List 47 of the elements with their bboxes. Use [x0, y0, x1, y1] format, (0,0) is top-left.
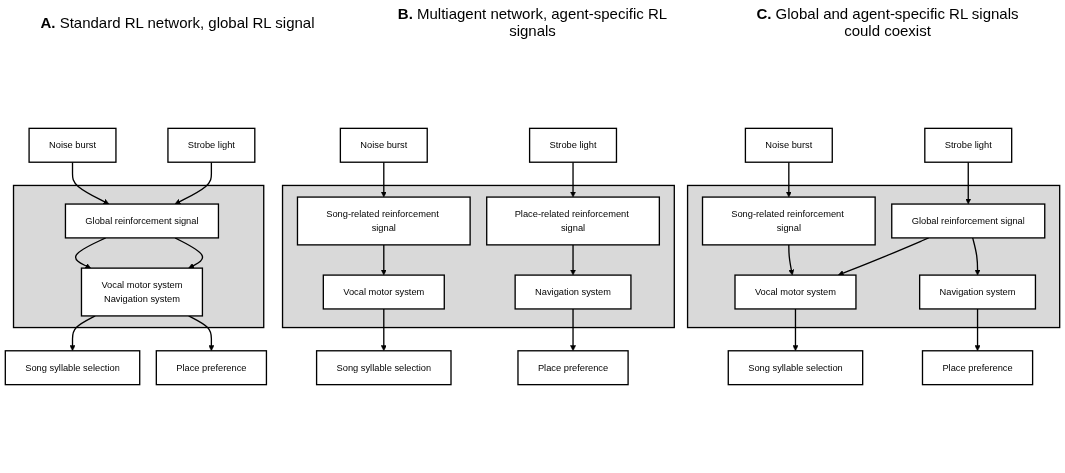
- arrow: [570, 308, 576, 352]
- cluster: [281, 184, 675, 329]
- node-box: Strobe light: [528, 127, 618, 163]
- cluster: [12, 184, 265, 329]
- node-box: Strobe light: [924, 127, 1013, 163]
- arrow: [188, 315, 215, 352]
- arrow: [788, 244, 795, 276]
- node-box: Place preference: [517, 350, 629, 386]
- node-box: Place preference: [921, 350, 1034, 386]
- arrow: [837, 237, 930, 276]
- panel-heading: A. Standard RL network, global RL signal: [39, 13, 316, 31]
- arrow: [69, 315, 96, 352]
- node-box: Navigation system: [919, 274, 1037, 310]
- arrow: [972, 237, 981, 276]
- arrow: [174, 237, 204, 269]
- arrow: [71, 161, 110, 205]
- node-box: Song syllable selection: [4, 350, 141, 386]
- node-box: Global reinforcement signal: [64, 203, 220, 239]
- arrow: [174, 161, 213, 205]
- node-box: Place-related reinforcement signal: [486, 196, 660, 246]
- node-box: Noise burst: [28, 127, 117, 163]
- node-box: Song-related reinforcement signal: [701, 196, 876, 246]
- arrow: [380, 161, 387, 198]
- arrow: [974, 308, 981, 352]
- arrow: [74, 237, 107, 269]
- arrow: [792, 308, 799, 352]
- arrow: [570, 244, 576, 276]
- cluster: [686, 184, 1061, 329]
- panel-heading: C. Global and agent-specific RL signals could coexist: [755, 5, 1020, 39]
- panel-heading: B. Multiagent network, agent-specific RL signals: [396, 5, 669, 39]
- node-box: Noise burst: [339, 127, 428, 163]
- node-box: Song-related reinforcement signal: [296, 196, 471, 246]
- arrow: [380, 244, 387, 276]
- node-box: Global reinforcement signal: [891, 203, 1046, 239]
- node-box: Song syllable selection: [315, 350, 452, 386]
- node-box: Place preference: [155, 350, 268, 386]
- node-box: Vocal motor system: [322, 274, 445, 310]
- node-box: Vocal motor system Navigation system: [80, 267, 204, 317]
- node-box: Vocal motor system: [734, 274, 857, 310]
- arrow: [965, 161, 972, 205]
- node-box: Strobe light: [167, 127, 256, 163]
- arrow: [570, 161, 576, 198]
- arrow: [785, 161, 792, 198]
- node-box: Song syllable selection: [727, 350, 864, 386]
- arrow: [380, 308, 387, 352]
- node-box: Navigation system: [514, 274, 632, 310]
- node-box: Noise burst: [744, 127, 833, 163]
